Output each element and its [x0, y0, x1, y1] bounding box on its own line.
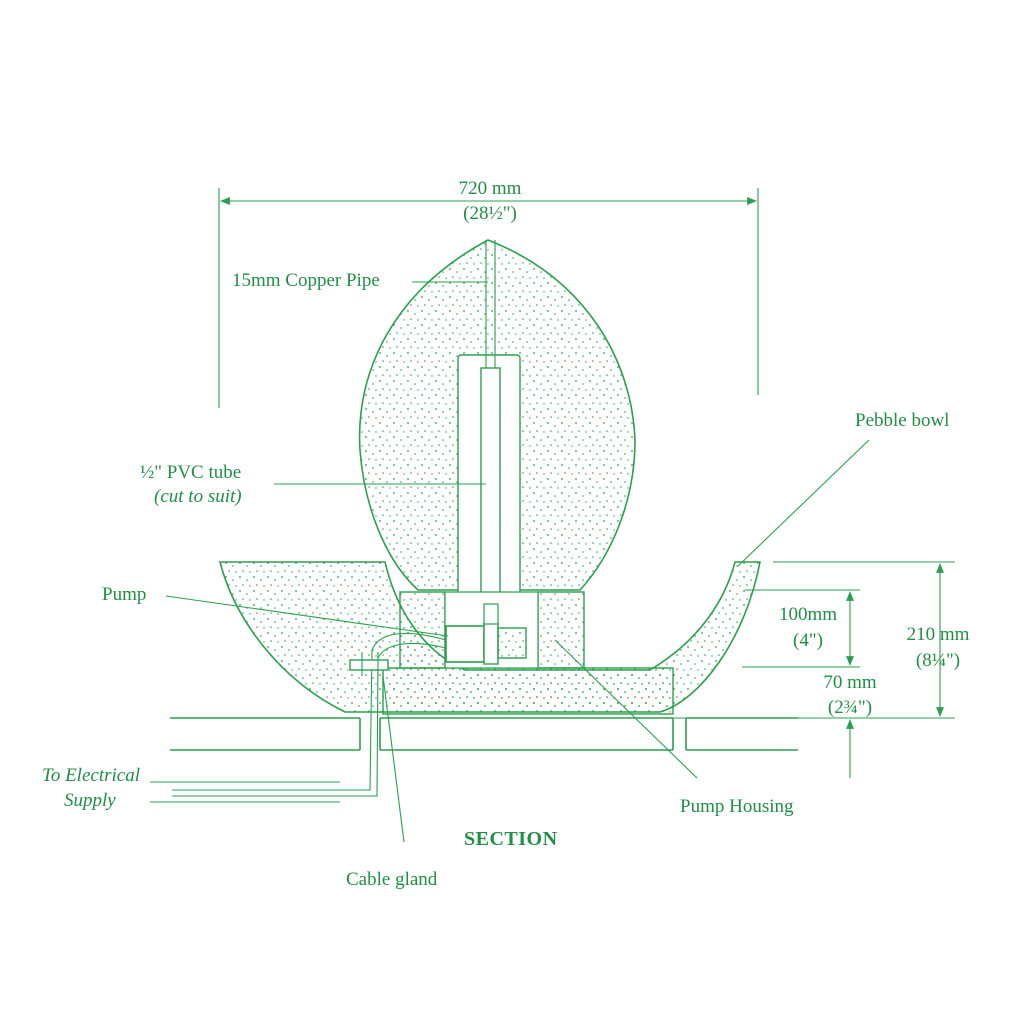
dim-100-mm-label: 100mm [778, 604, 838, 625]
height-dimensions [660, 561, 955, 778]
pump-label: Pump [102, 584, 147, 605]
pebble-bowl-label: Pebble bowl [855, 410, 950, 431]
leader-lines [165, 281, 870, 843]
copper-pipe-label: 15mm Copper Pipe [232, 270, 380, 291]
dim-210-in-label: (8¼") [915, 650, 961, 671]
width-dimension [218, 188, 759, 408]
electrical-supply-label: To Electrical [42, 765, 140, 786]
pump-housing-label: Pump Housing [680, 796, 794, 817]
dim-210-mm-label: 210 mm [906, 624, 970, 645]
pump-icon [445, 603, 527, 665]
cable-gland-icon [349, 652, 389, 676]
pvc-tube-label: ½" PVC tube [140, 462, 242, 483]
pebble-bowl [218, 561, 761, 715]
dim-100-in-label: (4") [793, 630, 823, 651]
pvc-tube-note: (cut to suit) [154, 486, 242, 507]
width-mm-label: 720 mm [458, 178, 522, 199]
dim-70-in-label: (2¾") [827, 697, 873, 718]
dim-70-mm-label: 70 mm [823, 672, 877, 693]
pvc-tube [480, 367, 501, 609]
width-in-label: (28½") [463, 203, 517, 224]
ground-paving [170, 717, 798, 751]
section-title: SECTION [464, 828, 558, 850]
copper-pipe [485, 240, 496, 370]
electrical-supply-label-2: Supply [64, 790, 116, 811]
cable-gland-label: Cable gland [346, 869, 438, 890]
